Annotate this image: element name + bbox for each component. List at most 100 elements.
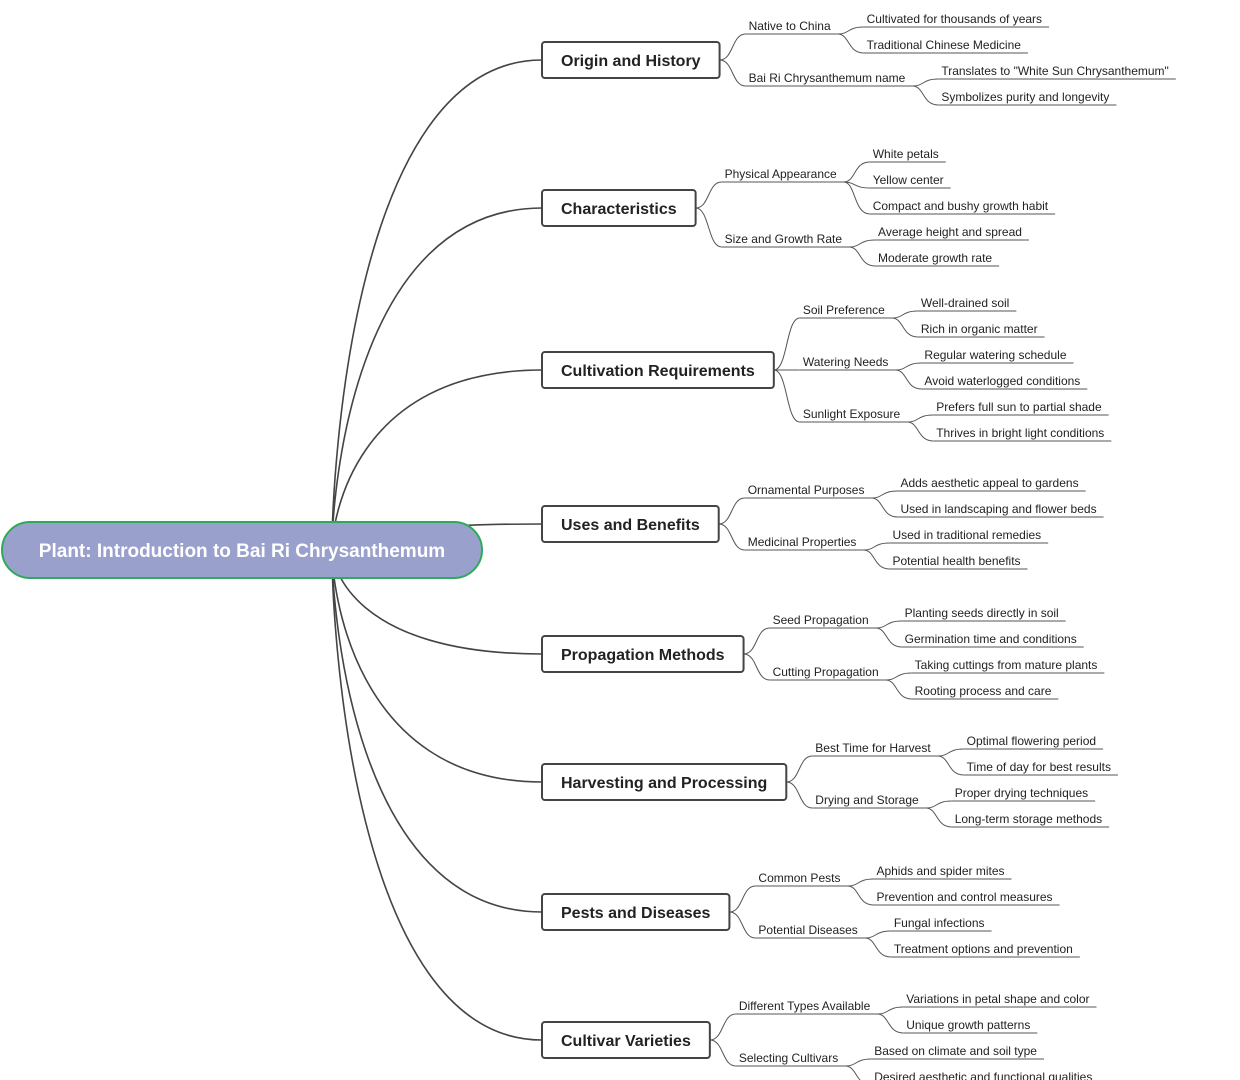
leaf-node[interactable]: Fungal infections bbox=[894, 916, 985, 930]
root-node[interactable]: Plant: Introduction to Bai Ri Chrysanthe… bbox=[1, 521, 483, 579]
branch-node-label: Propagation Methods bbox=[561, 647, 725, 664]
sub-branch-connector bbox=[743, 653, 770, 681]
sub-branch-node[interactable]: Watering Needs bbox=[803, 355, 889, 369]
sub-branch-label: Drying and Storage bbox=[815, 793, 919, 807]
sub-branch-node[interactable]: Size and Growth Rate bbox=[725, 232, 843, 246]
sub-branch-node[interactable]: Native to China bbox=[749, 19, 831, 33]
leaf-node[interactable]: Average height and spread bbox=[878, 225, 1022, 239]
leaf-node[interactable]: Long-term storage methods bbox=[955, 812, 1102, 826]
leaf-label: Adds aesthetic appeal to gardens bbox=[900, 476, 1078, 490]
branch-node[interactable]: Uses and Benefits bbox=[541, 505, 720, 543]
branch-node[interactable]: Origin and History bbox=[541, 41, 721, 79]
leaf-node[interactable]: Cultivated for thousands of years bbox=[867, 12, 1042, 26]
leaf-node[interactable]: Treatment options and prevention bbox=[894, 942, 1073, 956]
sub-branch-connector bbox=[718, 497, 745, 525]
sub-branch-connector bbox=[719, 33, 746, 61]
leaf-node[interactable]: Symbolizes purity and longevity bbox=[941, 90, 1109, 104]
leaf-node[interactable]: Variations in petal shape and color bbox=[906, 992, 1089, 1006]
leaf-node[interactable]: Traditional Chinese Medicine bbox=[867, 38, 1022, 52]
leaf-label: Rich in organic matter bbox=[921, 322, 1038, 336]
leaf-node[interactable]: Compact and bushy growth habit bbox=[873, 199, 1049, 213]
leaf-node[interactable]: Prevention and control measures bbox=[876, 890, 1052, 904]
leaf-label: Symbolizes purity and longevity bbox=[941, 90, 1109, 104]
leaf-node[interactable]: Unique growth patterns bbox=[906, 1018, 1030, 1032]
leaf-node[interactable]: Prefers full sun to partial shade bbox=[936, 400, 1102, 414]
sub-branch-node[interactable]: Seed Propagation bbox=[773, 613, 869, 627]
leaf-node[interactable]: Rich in organic matter bbox=[921, 322, 1038, 336]
leaf-label: Translates to "White Sun Chrysanthemum" bbox=[941, 64, 1169, 78]
leaf-node[interactable]: Well-drained soil bbox=[921, 296, 1009, 310]
sub-branch-node[interactable]: Selecting Cultivars bbox=[739, 1051, 838, 1065]
branch-node-label: Cultivar Varieties bbox=[561, 1033, 691, 1050]
leaf-label: Germination time and conditions bbox=[905, 632, 1077, 646]
sub-branch-node[interactable]: Soil Preference bbox=[803, 303, 885, 317]
branch-node-label: Cultivation Requirements bbox=[561, 363, 755, 380]
sub-branch-label: Native to China bbox=[749, 19, 831, 33]
leaf-node[interactable]: White petals bbox=[873, 147, 939, 161]
sub-branch-connector bbox=[729, 885, 756, 913]
leaf-connector bbox=[912, 78, 939, 87]
branch-node-label: Characteristics bbox=[561, 201, 677, 218]
leaf-label: Desired aesthetic and functional qualiti… bbox=[874, 1070, 1092, 1080]
branch-node[interactable]: Propagation Methods bbox=[541, 635, 745, 673]
leaf-connector bbox=[925, 807, 952, 828]
sub-branch-label: Watering Needs bbox=[803, 355, 889, 369]
branch-node-box bbox=[541, 351, 775, 389]
sub-branch-node[interactable]: Bai Ri Chrysanthemum name bbox=[749, 71, 906, 85]
leaf-node[interactable]: Regular watering schedule bbox=[924, 348, 1066, 362]
leaf-node[interactable]: Desired aesthetic and functional qualiti… bbox=[874, 1070, 1092, 1080]
branch-node[interactable]: Pests and Diseases bbox=[541, 893, 731, 931]
leaf-node[interactable]: Rooting process and care bbox=[915, 684, 1052, 698]
leaf-node[interactable]: Adds aesthetic appeal to gardens bbox=[900, 476, 1078, 490]
branch-node[interactable]: Cultivation Requirements bbox=[541, 351, 775, 389]
sub-branch-node[interactable]: Potential Diseases bbox=[758, 923, 857, 937]
sub-branch-node[interactable]: Common Pests bbox=[758, 871, 840, 885]
sub-branch-connector bbox=[695, 207, 722, 248]
sub-branch-node[interactable]: Best Time for Harvest bbox=[815, 741, 931, 755]
sub-branch-node[interactable]: Different Types Available bbox=[739, 999, 871, 1013]
branch-node[interactable]: Cultivar Varieties bbox=[541, 1021, 711, 1059]
leaf-connector bbox=[891, 310, 918, 319]
sub-branch-node[interactable]: Drying and Storage bbox=[815, 793, 919, 807]
leaf-node[interactable]: Optimal flowering period bbox=[967, 734, 1096, 748]
sub-branch-label: Common Pests bbox=[758, 871, 840, 885]
sub-branch-node[interactable]: Sunlight Exposure bbox=[803, 407, 901, 421]
branch-node-box bbox=[541, 763, 788, 801]
leaf-label: Compact and bushy growth habit bbox=[873, 199, 1049, 213]
leaf-node[interactable]: Moderate growth rate bbox=[878, 251, 992, 265]
sub-branch-node[interactable]: Physical Appearance bbox=[725, 167, 837, 181]
leaf-node[interactable]: Translates to "White Sun Chrysanthemum" bbox=[941, 64, 1169, 78]
branch-node[interactable]: Characteristics bbox=[541, 189, 697, 227]
leaf-node[interactable]: Based on climate and soil type bbox=[874, 1044, 1037, 1058]
leaf-connector bbox=[864, 937, 891, 958]
leaf-node[interactable]: Potential health benefits bbox=[892, 554, 1020, 568]
leaf-node[interactable]: Used in traditional remedies bbox=[892, 528, 1041, 542]
leaf-node[interactable]: Avoid waterlogged conditions bbox=[924, 374, 1080, 388]
leaf-connector bbox=[847, 885, 874, 906]
leaf-label: Thrives in bright light conditions bbox=[936, 426, 1104, 440]
leaf-connector bbox=[863, 549, 890, 570]
sub-branch-node[interactable]: Medicinal Properties bbox=[748, 535, 857, 549]
leaf-node[interactable]: Time of day for best results bbox=[967, 760, 1111, 774]
leaf-connector bbox=[849, 239, 876, 248]
leaf-label: Traditional Chinese Medicine bbox=[867, 38, 1022, 52]
leaf-connector bbox=[845, 1058, 872, 1067]
leaf-node[interactable]: Aphids and spider mites bbox=[876, 864, 1004, 878]
leaf-node[interactable]: Thrives in bright light conditions bbox=[936, 426, 1104, 440]
leaf-label: Potential health benefits bbox=[892, 554, 1020, 568]
leaf-node[interactable]: Used in landscaping and flower beds bbox=[900, 502, 1096, 516]
leaf-connector bbox=[907, 421, 934, 442]
leaf-label: Variations in petal shape and color bbox=[906, 992, 1089, 1006]
sub-branch-label: Bai Ri Chrysanthemum name bbox=[749, 71, 906, 85]
branch-node[interactable]: Harvesting and Processing bbox=[541, 763, 788, 801]
leaf-node[interactable]: Planting seeds directly in soil bbox=[905, 606, 1059, 620]
leaf-node[interactable]: Yellow center bbox=[873, 173, 944, 187]
sub-branch-node[interactable]: Cutting Propagation bbox=[773, 665, 879, 679]
sub-branch-label: Physical Appearance bbox=[725, 167, 837, 181]
sub-branch-node[interactable]: Ornamental Purposes bbox=[748, 483, 865, 497]
leaf-connector bbox=[925, 800, 952, 809]
leaf-node[interactable]: Germination time and conditions bbox=[905, 632, 1077, 646]
leaf-node[interactable]: Proper drying techniques bbox=[955, 786, 1088, 800]
leaf-node[interactable]: Taking cuttings from mature plants bbox=[915, 658, 1098, 672]
branch-node-label: Origin and History bbox=[561, 53, 701, 70]
